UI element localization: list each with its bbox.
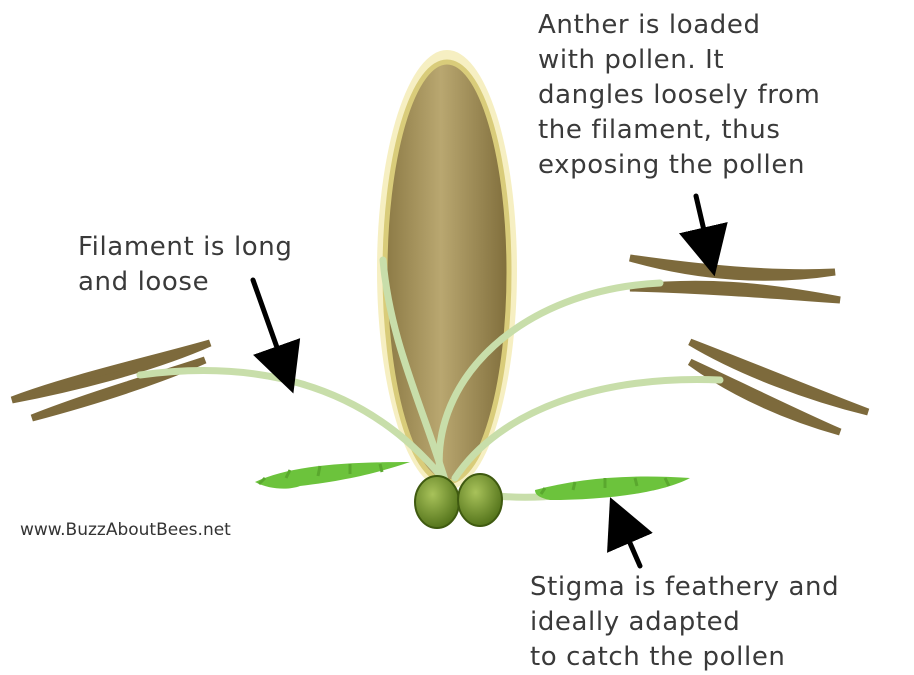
anther-right-lower <box>690 342 868 432</box>
anther-label: Anther is loaded with pollen. It dangles… <box>538 8 820 183</box>
arrow-anther <box>696 196 709 252</box>
anther-left <box>12 343 210 418</box>
stigma-label: Stigma is feathery and ideally adapted t… <box>530 570 839 675</box>
anther-right-top <box>630 258 840 300</box>
watermark: www.BuzzAboutBees.net <box>20 520 231 540</box>
filament-label: Filament is long and loose <box>78 230 292 300</box>
stigma-right <box>535 477 690 501</box>
stigma-left <box>255 462 410 489</box>
arrow-stigma <box>620 520 640 566</box>
